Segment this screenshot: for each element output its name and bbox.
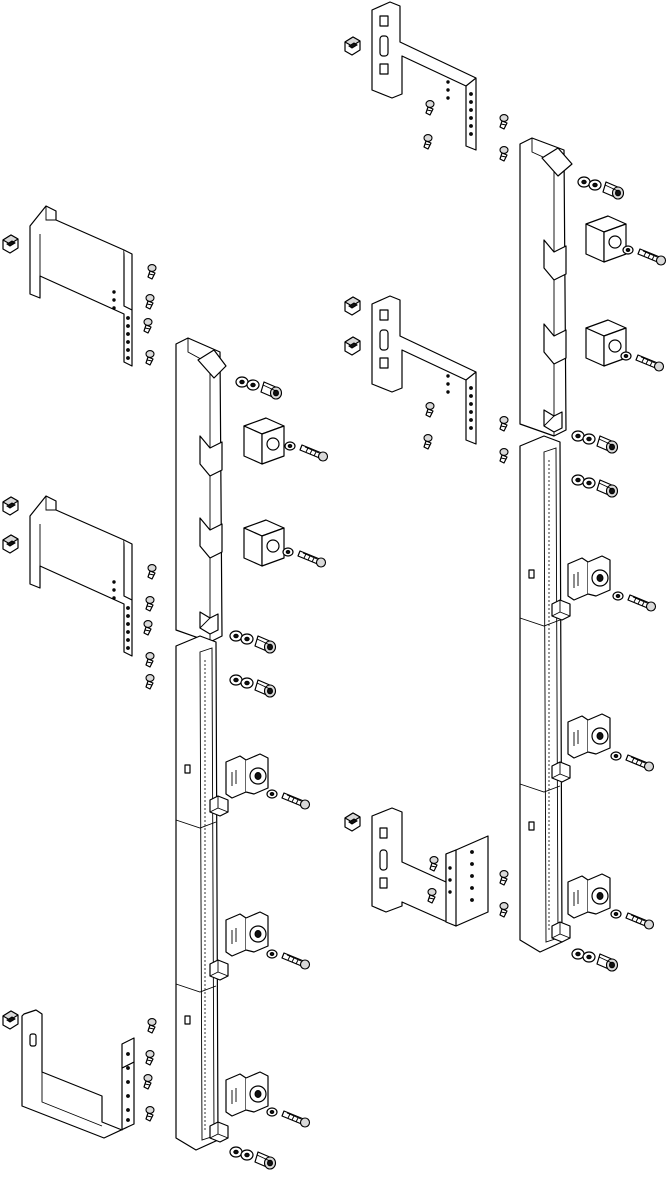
right-rail-clip-1 <box>551 599 571 621</box>
left-cage-nut-4 <box>2 1010 19 1030</box>
right-long-screw-4 <box>610 751 655 772</box>
right-bracket-middle <box>371 295 477 445</box>
left-clamp-block-1 <box>243 417 285 465</box>
left-screw-9 <box>145 673 155 690</box>
left-long-screw-1 <box>284 441 329 462</box>
left-cover-profile <box>175 337 227 643</box>
left-bolt-set-1 <box>235 376 283 400</box>
right-cage-nut-2 <box>344 296 361 316</box>
right-long-screw-3 <box>612 591 657 612</box>
left-screw-6 <box>145 595 155 612</box>
right-bolt-set-3 <box>571 474 619 498</box>
left-bracket-middle <box>29 495 133 657</box>
right-screw-8 <box>499 448 509 464</box>
left-rail-clip-1 <box>209 795 229 817</box>
left-screw-5 <box>147 563 157 580</box>
left-screw-13 <box>145 1105 155 1122</box>
left-long-screw-4 <box>266 949 311 970</box>
left-cage-nut-2 <box>2 496 19 516</box>
right-screw-11 <box>499 869 509 886</box>
right-cover-profile <box>519 137 573 437</box>
right-terminal-block-2 <box>567 713 611 759</box>
right-cage-nut-3 <box>344 336 361 356</box>
right-clamp-block-2 <box>585 319 627 367</box>
left-clamp-block-2 <box>243 519 285 567</box>
right-screw-3 <box>499 113 509 130</box>
right-bracket-bottom <box>371 807 489 927</box>
left-cage-nut-1 <box>2 234 19 254</box>
right-bolt-set-1 <box>577 176 625 200</box>
right-screw-7 <box>499 416 509 432</box>
left-connector-rail <box>175 635 219 1151</box>
left-terminal-block-3 <box>225 1071 269 1117</box>
left-terminal-block-1 <box>225 753 269 799</box>
left-screw-10 <box>147 1017 157 1034</box>
left-bracket-top <box>29 205 133 367</box>
right-connector-rail <box>519 435 563 953</box>
left-long-screw-3 <box>266 789 311 810</box>
left-screw-2 <box>145 294 155 310</box>
left-screw-7 <box>143 619 153 636</box>
left-screw-8 <box>145 651 155 668</box>
left-cage-nut-3 <box>2 534 19 554</box>
right-long-screw-1 <box>622 245 667 266</box>
right-screw-9 <box>429 855 439 872</box>
left-bolt-set-2 <box>229 630 277 654</box>
right-bolt-set-4 <box>571 948 619 972</box>
right-assembly <box>344 1 667 972</box>
right-bolt-set-2 <box>571 430 619 454</box>
right-screw-1 <box>425 99 435 116</box>
left-long-screw-5 <box>266 1107 311 1128</box>
left-screw-4 <box>145 350 155 366</box>
right-long-screw-2 <box>620 351 665 372</box>
left-rail-clip-3 <box>209 1121 229 1143</box>
right-cage-nut-1 <box>344 36 361 56</box>
right-clamp-block-1 <box>585 215 627 263</box>
left-bolt-set-3 <box>229 674 277 698</box>
right-screw-4 <box>499 146 509 162</box>
left-screw-11 <box>145 1049 155 1066</box>
left-screw-3 <box>143 318 153 334</box>
right-long-screw-5 <box>610 909 655 930</box>
left-long-screw-2 <box>282 547 327 568</box>
left-screw-12 <box>143 1073 153 1090</box>
right-screw-2 <box>423 134 433 150</box>
right-rail-clip-2 <box>551 761 571 783</box>
right-terminal-block-3 <box>567 873 611 919</box>
right-screw-12 <box>499 901 509 918</box>
right-screw-6 <box>423 434 433 450</box>
left-screw-1 <box>147 264 157 280</box>
left-rail-clip-2 <box>209 959 229 981</box>
right-rail-clip-3 <box>551 921 571 943</box>
left-terminal-block-2 <box>225 911 269 957</box>
left-assembly <box>2 205 329 1170</box>
right-terminal-block-1 <box>567 555 611 601</box>
left-bolt-set-4 <box>229 1146 277 1170</box>
left-bracket-bottom <box>21 1009 135 1139</box>
right-cage-nut-4 <box>344 812 361 832</box>
right-screw-5 <box>425 402 435 418</box>
right-bracket-top <box>371 1 477 151</box>
